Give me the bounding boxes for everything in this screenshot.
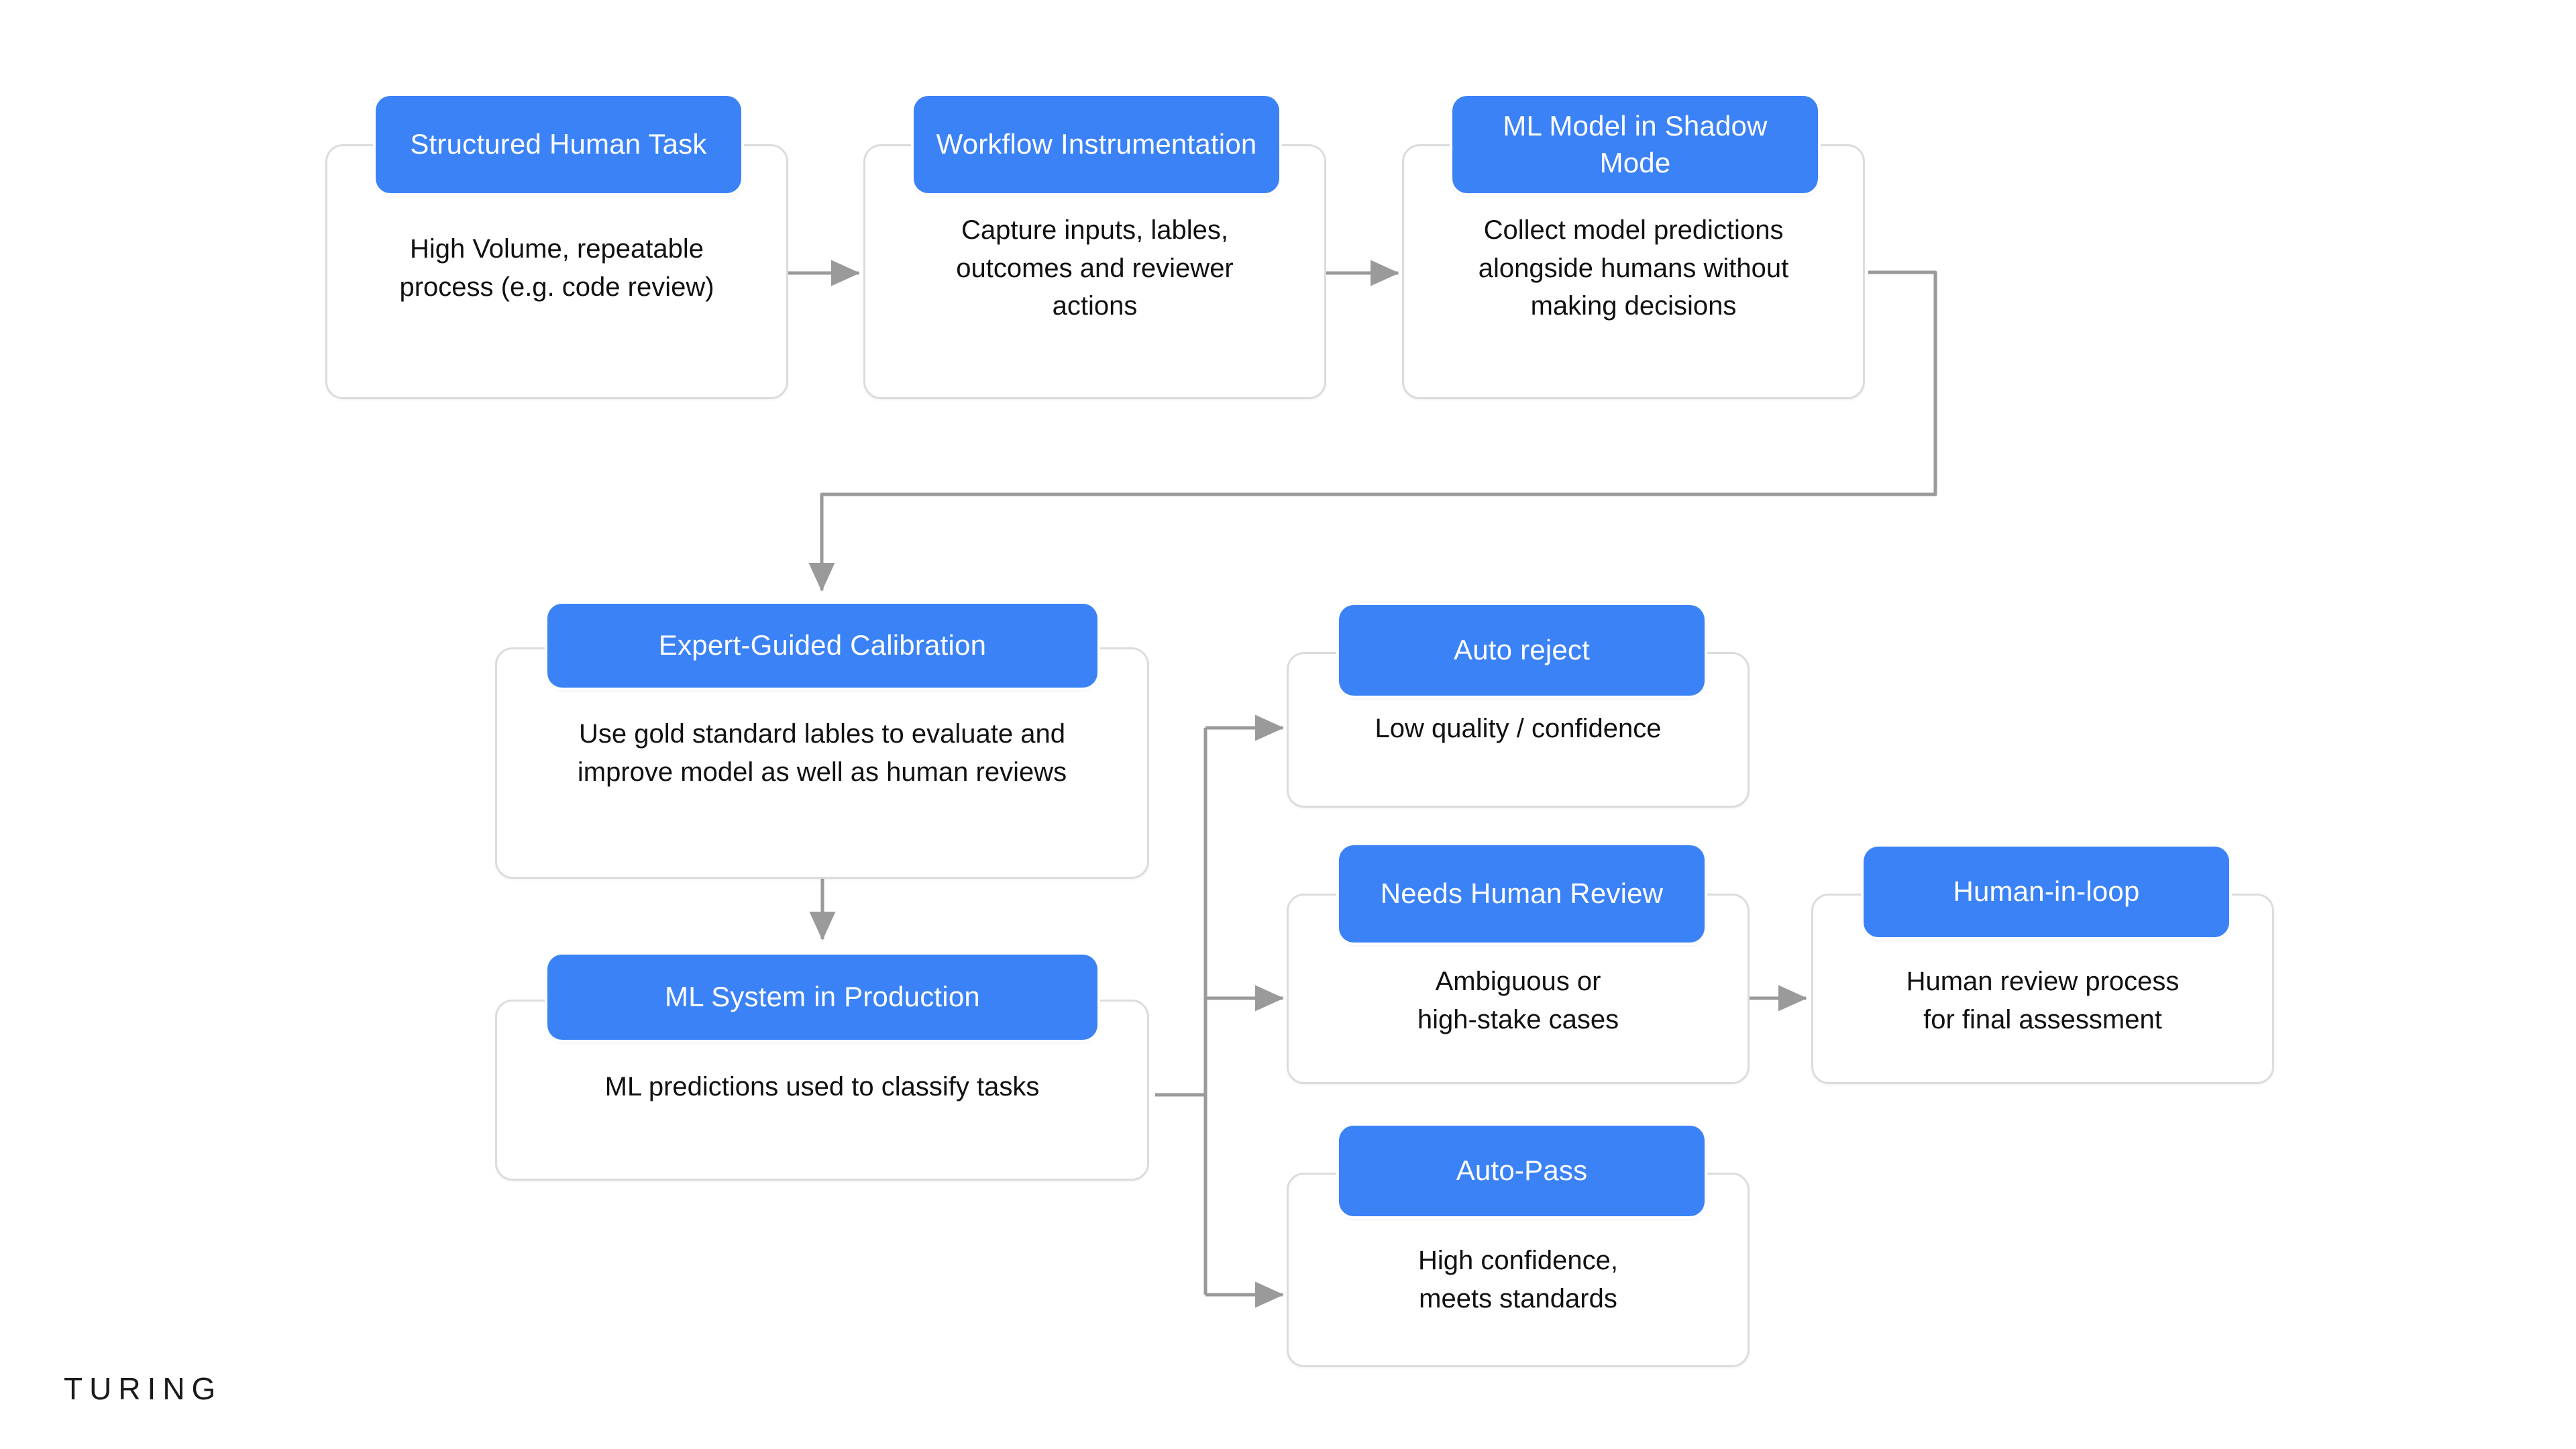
node-auto-reject[interactable]: Auto reject Low quality / confidence xyxy=(1287,605,1750,808)
node-description-human-in-loop: Human review process for final assessmen… xyxy=(1906,967,2180,1034)
node-structured-human-task[interactable]: Structured Human Task High Volume, repea… xyxy=(325,96,788,399)
node-title-auto-pass[interactable]: Auto-Pass xyxy=(1339,1126,1705,1216)
node-description-auto-reject: Low quality / confidence xyxy=(1375,713,1662,743)
node-description-expert-guided-calibration: Use gold standard lables to evaluate and… xyxy=(577,718,1067,787)
node-title-ml-model-shadow-mode[interactable]: ML Model in Shadow Mode xyxy=(1452,96,1818,193)
node-expert-guided-calibration[interactable]: Expert-Guided Calibration Use gold stand… xyxy=(495,604,1149,879)
node-title-structured-human-task[interactable]: Structured Human Task xyxy=(376,96,741,193)
node-description-auto-pass: High confidence, meets standards xyxy=(1418,1246,1618,1313)
node-description-workflow-instrumentation: Capture inputs, lables, outcomes and rev… xyxy=(956,215,1234,321)
node-workflow-instrumentation[interactable]: Workflow Instrumentation Capture inputs,… xyxy=(863,96,1326,399)
node-description-ml-system-in-production: ML predictions used to classify tasks xyxy=(604,1071,1040,1102)
node-title-expert-guided-calibration[interactable]: Expert-Guided Calibration xyxy=(547,604,1097,688)
node-description-needs-human-review: Ambiguous or high-stake cases xyxy=(1417,967,1619,1034)
node-human-in-loop[interactable]: Human-in-loop Human review process for f… xyxy=(1811,847,2274,1084)
node-title-needs-human-review[interactable]: Needs Human Review xyxy=(1339,845,1705,943)
node-description-ml-model-shadow-mode: Collect model predictions alongside huma… xyxy=(1478,215,1789,321)
node-title-workflow-instrumentation[interactable]: Workflow Instrumentation xyxy=(914,96,1279,193)
node-title-auto-reject[interactable]: Auto reject xyxy=(1339,605,1705,696)
turing-logo: TURING xyxy=(64,1371,223,1406)
node-ml-system-in-production[interactable]: ML System in Production ML predictions u… xyxy=(495,955,1149,1181)
node-needs-human-review[interactable]: Needs Human Review Ambiguous or high-sta… xyxy=(1287,845,1750,1084)
node-ml-model-shadow-mode[interactable]: ML Model in Shadow Mode Collect model pr… xyxy=(1402,96,1865,399)
node-title-ml-system-in-production[interactable]: ML System in Production xyxy=(547,955,1097,1040)
node-description-structured-human-task: High Volume, repeatable process (e.g. co… xyxy=(399,234,714,302)
node-title-human-in-loop[interactable]: Human-in-loop xyxy=(1864,847,2229,937)
node-auto-pass[interactable]: Auto-Pass High confidence, meets standar… xyxy=(1287,1126,1750,1367)
edge-production-branch-trunk xyxy=(1155,728,1208,1295)
